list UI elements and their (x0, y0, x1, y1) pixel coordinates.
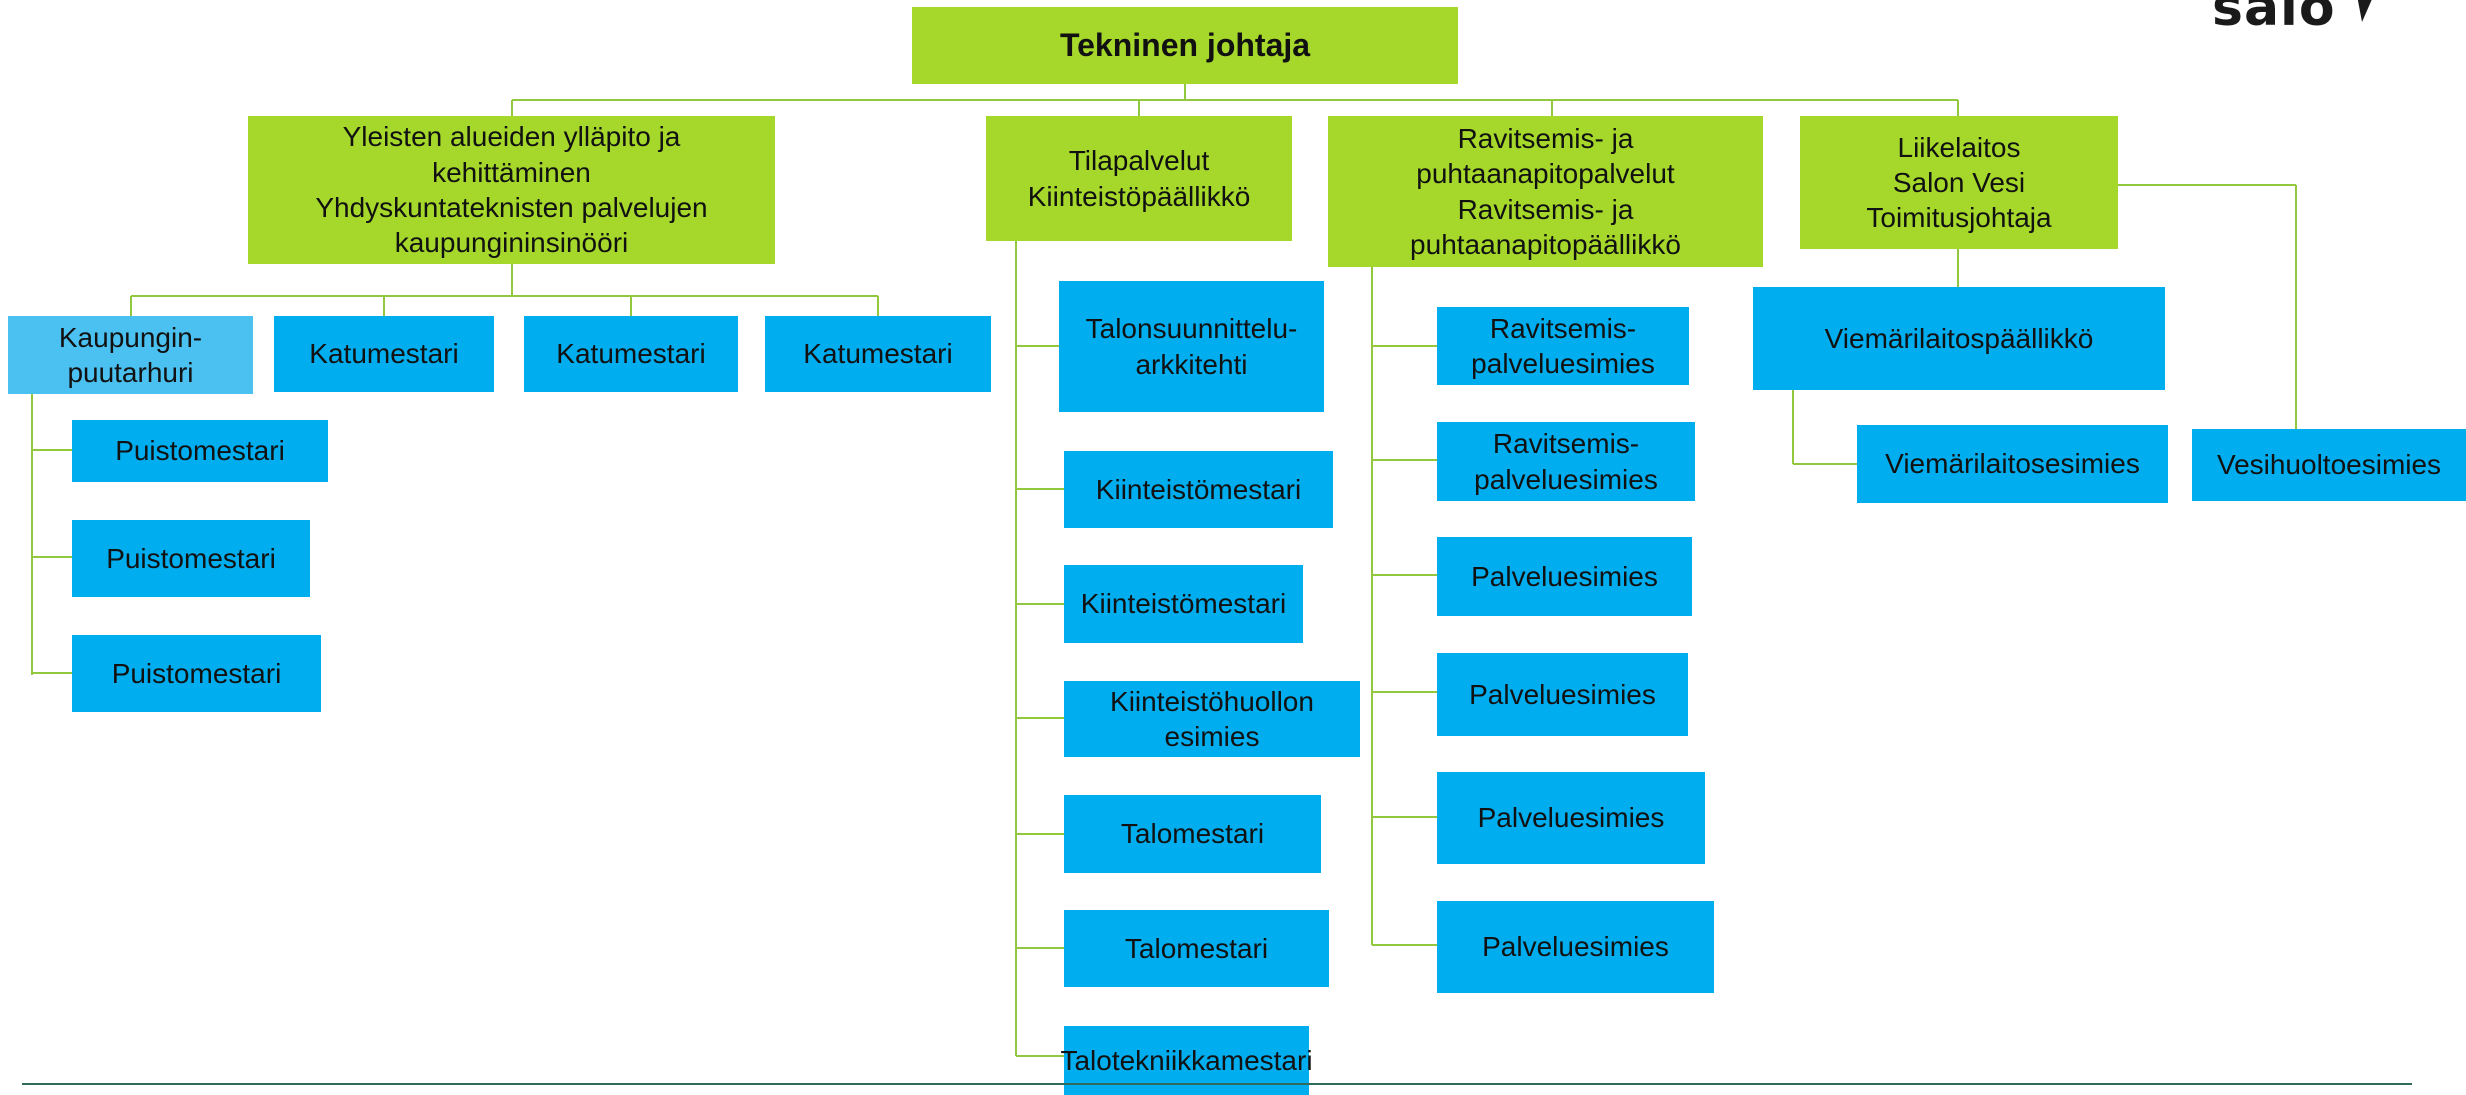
box-ravitsemispalveluesimies: Ravitsemis- palveluesimies (1437, 307, 1689, 385)
box-viemarilaitospaallikko: Viemärilaitospäällikkö (1753, 287, 2165, 390)
salo-arrow-icon (2357, 0, 2372, 22)
box-puistomestari: Puistomestari (72, 520, 310, 597)
box-vesihuoltoesimies: Vesihuoltoesimies (2192, 429, 2466, 501)
root-box-tekninen-johtaja: Tekninen johtaja (912, 7, 1458, 84)
box-kaupunginpuutarhuri: Kaupungin- puutarhuri (8, 316, 253, 394)
box-palveluesimies: Palveluesimies (1437, 901, 1714, 993)
box-ravitsemispalveluesimies: Ravitsemis- palveluesimies (1437, 422, 1695, 501)
box-katumestari: Katumestari (765, 316, 991, 392)
logo-text: salo (2212, 0, 2336, 38)
box-puistomestari: Puistomestari (72, 635, 321, 712)
box-kiinteistomestari: Kiinteistömestari (1064, 565, 1303, 643)
box-talonsuunnitteluarkkitehti: Talonsuunnittelu- arkkitehti (1059, 281, 1324, 412)
department-yleiset-alueet: Yleisten alueiden ylläpito ja kehittämin… (248, 116, 775, 264)
box-katumestari: Katumestari (524, 316, 738, 392)
department-ravitsemis: Ravitsemis- ja puhtaanapitopalvelut Ravi… (1328, 116, 1763, 267)
salo-logo: salo (2212, 0, 2380, 38)
box-talomestari: Talomestari (1064, 910, 1329, 987)
box-katumestari: Katumestari (274, 316, 494, 392)
box-palveluesimies: Palveluesimies (1437, 653, 1688, 736)
department-liikelaitos: Liikelaitos Salon Vesi Toimitusjohtaja (1800, 116, 2118, 249)
box-kiinteistomestari: Kiinteistömestari (1064, 451, 1333, 528)
department-tilapalvelut: Tilapalvelut Kiinteistöpäällikkö (986, 116, 1292, 241)
box-kiinteistohuollon-esimies: Kiinteistöhuollon esimies (1064, 681, 1360, 757)
box-palveluesimies: Palveluesimies (1437, 537, 1692, 616)
footer-divider (22, 1083, 2412, 1085)
box-puistomestari: Puistomestari (72, 420, 328, 482)
box-palveluesimies: Palveluesimies (1437, 772, 1705, 864)
box-talomestari: Talomestari (1064, 795, 1321, 873)
box-viemarilaitosesimies: Viemärilaitosesimies (1857, 425, 2168, 503)
